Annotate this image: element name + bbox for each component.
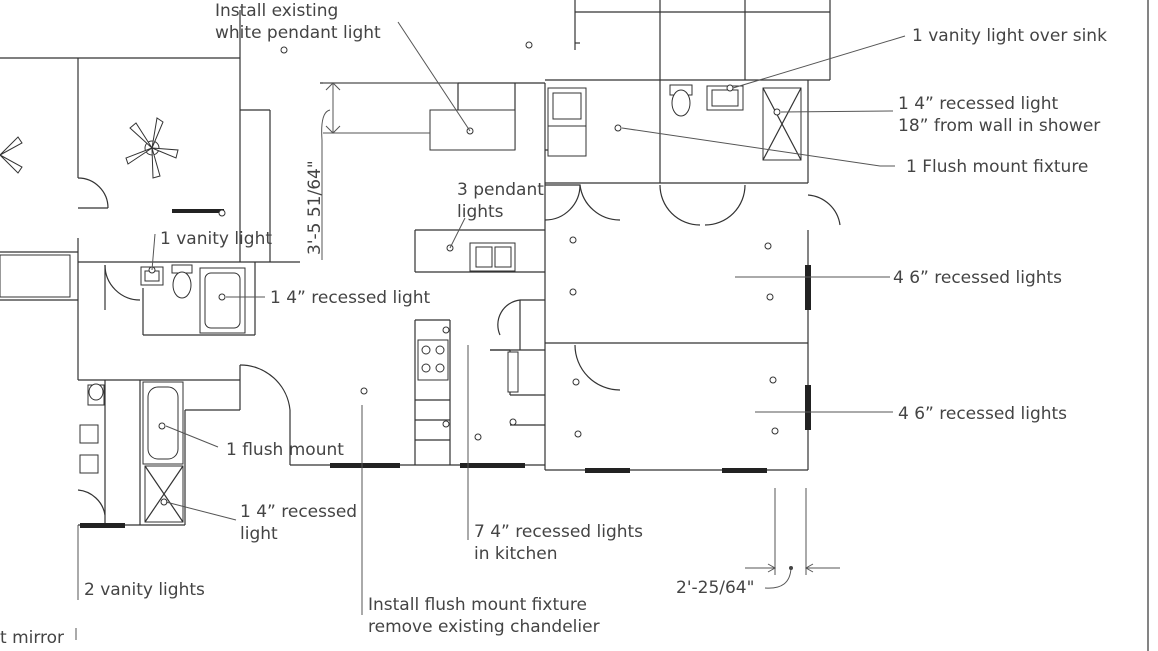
vanity-light-label: 1 vanity light bbox=[160, 229, 272, 249]
flush-mount-label: 1 flush mount bbox=[226, 440, 344, 460]
ceiling-fan-icon bbox=[125, 117, 179, 179]
recessed-4-label: 1 4” recessed bbox=[240, 502, 357, 522]
recessed-shower-label: 1 4” recessed light bbox=[898, 94, 1059, 114]
recessed-4-label: light bbox=[240, 524, 278, 544]
recessed-shower-label: 18” from wall in shower bbox=[898, 116, 1100, 136]
install-flush-label: Install flush mount fixture bbox=[368, 595, 587, 615]
dimension-lines bbox=[321, 82, 840, 589]
kitchen-recessed-label: 7 4” recessed lights bbox=[474, 522, 643, 542]
pendant-lights-label: lights bbox=[457, 202, 504, 222]
window-bars bbox=[80, 209, 811, 528]
recessed-tub-label: 1 4” recessed light bbox=[270, 288, 431, 308]
mirror-label: t mirror bbox=[0, 628, 64, 648]
kitchen-recessed-label: in kitchen bbox=[474, 544, 558, 564]
horizontal-dimension-label: 2'-25/64" bbox=[676, 578, 754, 598]
install-pendant-label: Install existing bbox=[215, 1, 338, 21]
flush-mount-fixture-label: 1 Flush mount fixture bbox=[906, 157, 1088, 177]
vanity-over-sink-label: 1 vanity light over sink bbox=[912, 26, 1107, 46]
fixtures bbox=[0, 84, 802, 523]
leader-lines bbox=[75, 21, 906, 640]
annotation-labels: Install existing white pendant light 1 v… bbox=[0, 1, 1107, 648]
recessed-6-lower-label: 4 6” recessed lights bbox=[898, 404, 1067, 424]
recessed-6-upper-label: 4 6” recessed lights bbox=[893, 268, 1062, 288]
light-markers bbox=[148, 41, 781, 506]
install-flush-label: remove existing chandelier bbox=[368, 617, 600, 637]
ceiling-fan-icon bbox=[0, 136, 23, 174]
vertical-dimension-label: 3'-5 51/64" bbox=[305, 160, 325, 255]
vanity-lights-label: 2 vanity lights bbox=[84, 580, 205, 600]
doors bbox=[77, 177, 841, 516]
pendant-lights-label: 3 pendant bbox=[457, 180, 544, 200]
install-pendant-label: white pendant light bbox=[215, 23, 381, 43]
